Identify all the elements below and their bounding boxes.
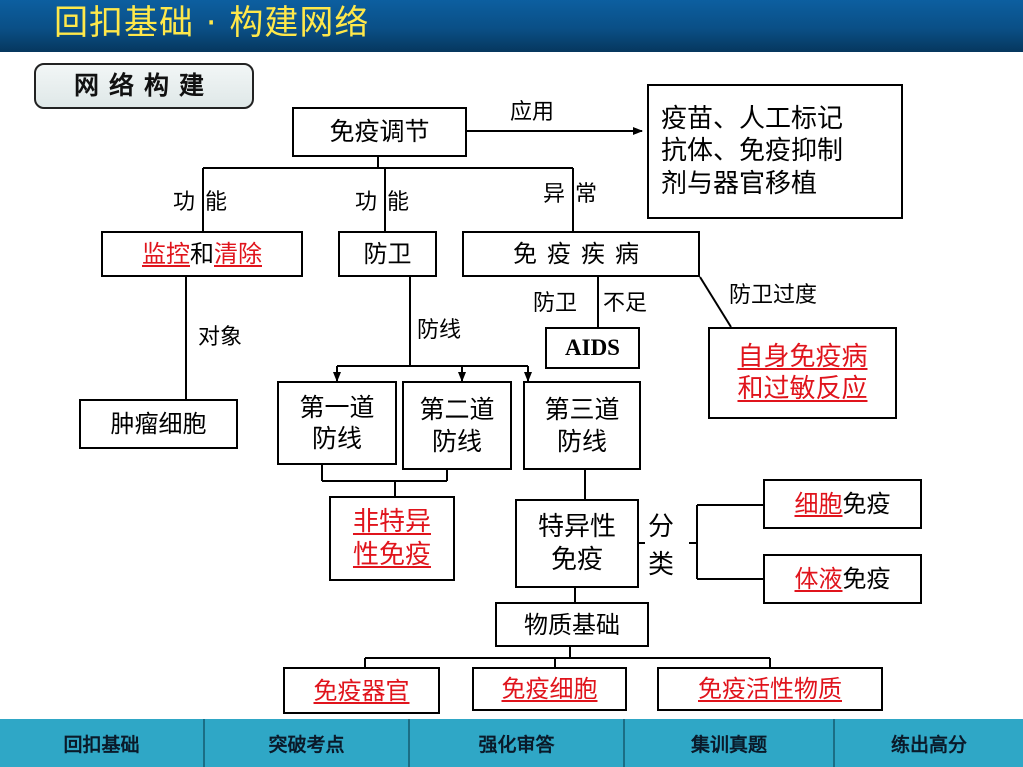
- humoral-answer: 体液: [794, 565, 843, 593]
- nav-breakthrough-points[interactable]: 突破考点: [205, 719, 410, 767]
- function-label-left: 功能: [173, 190, 238, 215]
- third-defense-line-node: 第三道 防线: [523, 381, 641, 470]
- bottom-nav: 回扣基础 突破考点 强化审答 集训真题 练出高分: [0, 719, 1023, 767]
- second-defense-line-text1: 第二道: [419, 395, 495, 425]
- tumor-cell-node: 肿瘤细胞: [79, 399, 238, 449]
- function-label-middle: 功能: [355, 190, 420, 215]
- applications-line3: 剂与器官移植: [661, 168, 818, 199]
- defense-node: 防卫: [338, 231, 437, 277]
- header-bar: 回扣基础 · 构建网络: [0, 0, 1023, 52]
- immune-disease-node: 免疫疾病: [462, 231, 700, 277]
- humoral-immunity-node: 体液 免疫: [763, 554, 922, 604]
- specific-immunity-text2: 免疫: [550, 544, 603, 575]
- defense-deficit-label-b: 不足: [603, 291, 648, 316]
- cellular-rest: 免疫: [842, 490, 891, 518]
- aids-text: AIDS: [565, 334, 620, 360]
- cellular-immunity-node: 细胞 免疫: [763, 479, 922, 529]
- immune-cell-node: 免疫细胞: [472, 667, 627, 711]
- classify-label-a: 分: [648, 512, 675, 542]
- nav-past-exams[interactable]: 集训真题: [625, 719, 835, 767]
- abnormal-label: 异常: [543, 182, 608, 207]
- aids-node: AIDS: [545, 327, 640, 369]
- autoimmune-allergy-node: 自身免疫病 和过敏反应: [708, 327, 897, 419]
- specific-immunity-text1: 特异性: [537, 512, 616, 542]
- tumor-cell-text: 肿瘤细胞: [110, 410, 207, 438]
- second-defense-line-text2: 防线: [431, 426, 482, 456]
- first-defense-line-text1: 第一道: [299, 392, 375, 422]
- immune-organ-node: 免疫器官: [283, 667, 440, 714]
- autoimmune-answer-line1: 自身免疫病: [737, 341, 868, 372]
- immune-disease-text: 免疫疾病: [513, 240, 649, 268]
- monitor-clear-node: 监控 和 清除: [101, 231, 303, 277]
- third-defense-line-text1: 第三道: [544, 395, 620, 425]
- nav-practice-high-score[interactable]: 练出高分: [890, 733, 967, 756]
- second-defense-line-node: 第二道 防线: [402, 381, 512, 470]
- material-basis-text: 物质基础: [524, 610, 620, 639]
- application-label: 应用: [510, 100, 555, 125]
- defense-deficit-label-a: 防卫: [533, 291, 578, 316]
- clear-answer: 清除: [214, 240, 262, 268]
- section-tag: 网络构建: [34, 63, 254, 109]
- third-defense-line-text2: 防线: [556, 426, 607, 456]
- immune-organ-answer: 免疫器官: [313, 676, 410, 705]
- connector-disease-auto: [699, 276, 732, 328]
- autoimmune-answer-line2: 和过敏反应: [737, 374, 868, 404]
- classify-label-b: 类: [648, 550, 675, 580]
- material-basis-node: 物质基础: [495, 602, 649, 647]
- page-title: 回扣基础 · 构建网络: [54, 3, 370, 43]
- defense-line-label: 防线: [417, 318, 462, 343]
- nav-answer-strengthening[interactable]: 强化审答: [410, 719, 625, 767]
- immune-cell-answer: 免疫细胞: [501, 675, 598, 703]
- nonspecific-immunity-node: 非特异 性免疫: [329, 496, 455, 581]
- applications-line2: 抗体、免疫抑制: [661, 136, 844, 167]
- immune-regulation-node: 免疫调节: [292, 107, 467, 157]
- applications-line1: 疫苗、人工标记: [661, 103, 844, 134]
- cellular-answer: 细胞: [794, 490, 843, 518]
- humoral-rest: 免疫: [842, 565, 891, 593]
- immune-regulation-text: 免疫调节: [329, 117, 430, 147]
- applications-node: 疫苗、人工标记 抗体、免疫抑制 剂与器官移植: [647, 84, 903, 219]
- first-defense-line-text2: 防线: [311, 424, 362, 453]
- immune-active-answer: 免疫活性物质: [698, 675, 842, 703]
- target-label: 对象: [198, 325, 243, 350]
- first-defense-line-node: 第一道 防线: [277, 381, 397, 465]
- defense-excess-label: 防卫过度: [729, 283, 818, 308]
- immune-active-substance-node: 免疫活性物质: [657, 667, 883, 711]
- nonspecific-answer-line1: 非特异: [352, 507, 431, 537]
- monitor-and-text: 和: [190, 240, 214, 268]
- monitor-answer: 监控: [142, 240, 190, 268]
- nav-review-basics[interactable]: 回扣基础: [0, 719, 205, 767]
- specific-immunity-node: 特异性 免疫: [515, 499, 639, 588]
- defense-text: 防卫: [363, 240, 412, 268]
- nonspecific-answer-line2: 性免疫: [352, 539, 431, 570]
- classify-label: 分 类: [648, 508, 674, 584]
